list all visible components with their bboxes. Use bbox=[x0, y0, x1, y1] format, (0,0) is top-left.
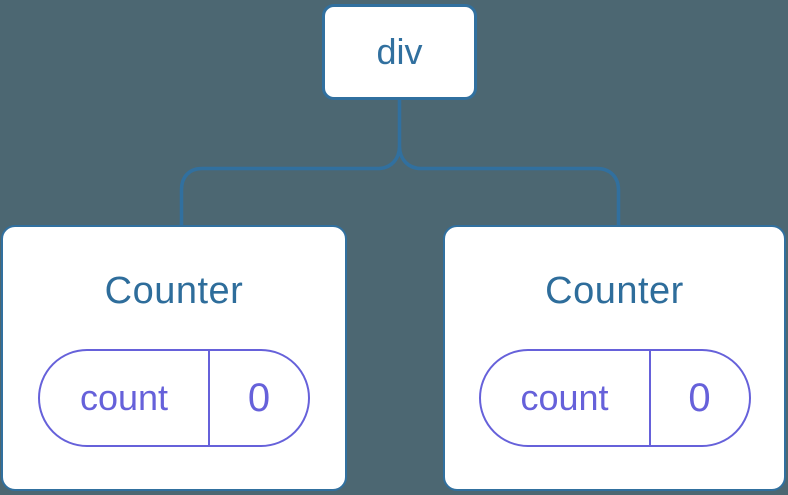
state-key-label: count bbox=[481, 351, 651, 445]
root-node-div: div bbox=[322, 4, 477, 100]
state-pill: count 0 bbox=[478, 349, 751, 447]
state-value: 0 bbox=[247, 375, 271, 420]
component-title: Counter bbox=[545, 270, 684, 312]
state-key-label: count bbox=[40, 351, 210, 445]
counter-card-right: Counter count 0 bbox=[443, 225, 786, 491]
component-title: Counter bbox=[104, 270, 244, 312]
root-node-label: div bbox=[376, 31, 423, 72]
state-pill: count 0 bbox=[38, 349, 310, 447]
counter-card-left: Counter count 0 bbox=[1, 225, 347, 491]
state-value: 0 bbox=[688, 375, 711, 420]
